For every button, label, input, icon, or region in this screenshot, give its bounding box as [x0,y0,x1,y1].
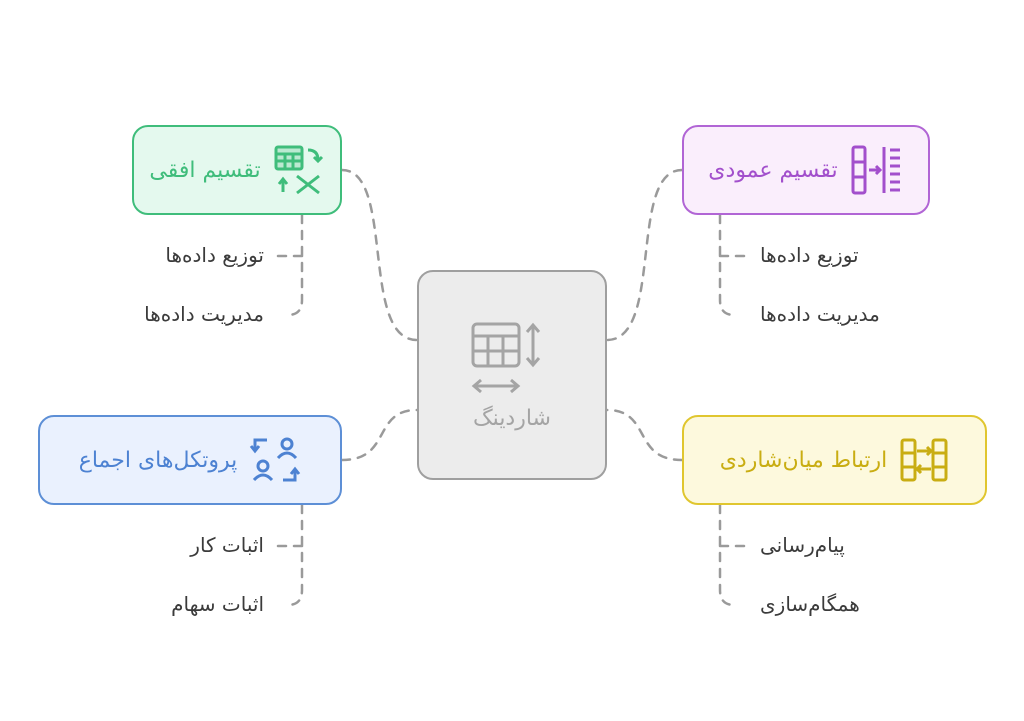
consensus-item-pos: اثبات سهام [171,592,264,616]
link-consensus [340,408,419,462]
link-cross-shard [605,408,684,462]
horizontal-partition-label: تقسیم افقی [149,157,261,183]
cross-shard-item-sync: همگام‌سازی [760,592,860,616]
cross-shard-node[interactable]: ارتباط میان‌شاردی [682,415,987,505]
link-cross-shard-sub [718,503,736,607]
link-vertical [605,168,684,342]
cross-shard-label: ارتباط میان‌شاردی [719,447,888,473]
horizontal-item-management: مدیریت داده‌ها [144,302,264,326]
link-consensus-sub [286,503,304,607]
columns-split-icon [850,144,904,196]
consensus-protocols-node[interactable]: پروتکل‌های اجماع [38,415,342,505]
cross-shard-item-messaging: پیام‌رسانی [760,533,845,557]
table-resize-icon [467,320,557,400]
vertical-item-distribution: توزیع داده‌ها [760,243,859,267]
horizontal-partition-node[interactable]: تقسیم افقی [132,125,342,215]
consensus-protocols-label: پروتکل‌های اجماع [78,447,238,473]
vertical-item-management: مدیریت داده‌ها [760,302,880,326]
users-exchange-icon [249,434,301,486]
center-node[interactable]: شاردینگ [417,270,607,480]
link-horizontal [340,168,419,342]
link-horizontal-sub [286,213,304,317]
link-vertical-sub [718,213,736,317]
table-split-icon [273,144,325,196]
shard-link-icon [899,437,949,483]
center-label: شاردینگ [472,405,551,431]
horizontal-item-distribution: توزیع داده‌ها [165,243,264,267]
consensus-item-pow: اثبات کار [190,533,264,557]
vertical-partition-label: تقسیم عمودی [708,157,838,183]
vertical-partition-node[interactable]: تقسیم عمودی [682,125,930,215]
